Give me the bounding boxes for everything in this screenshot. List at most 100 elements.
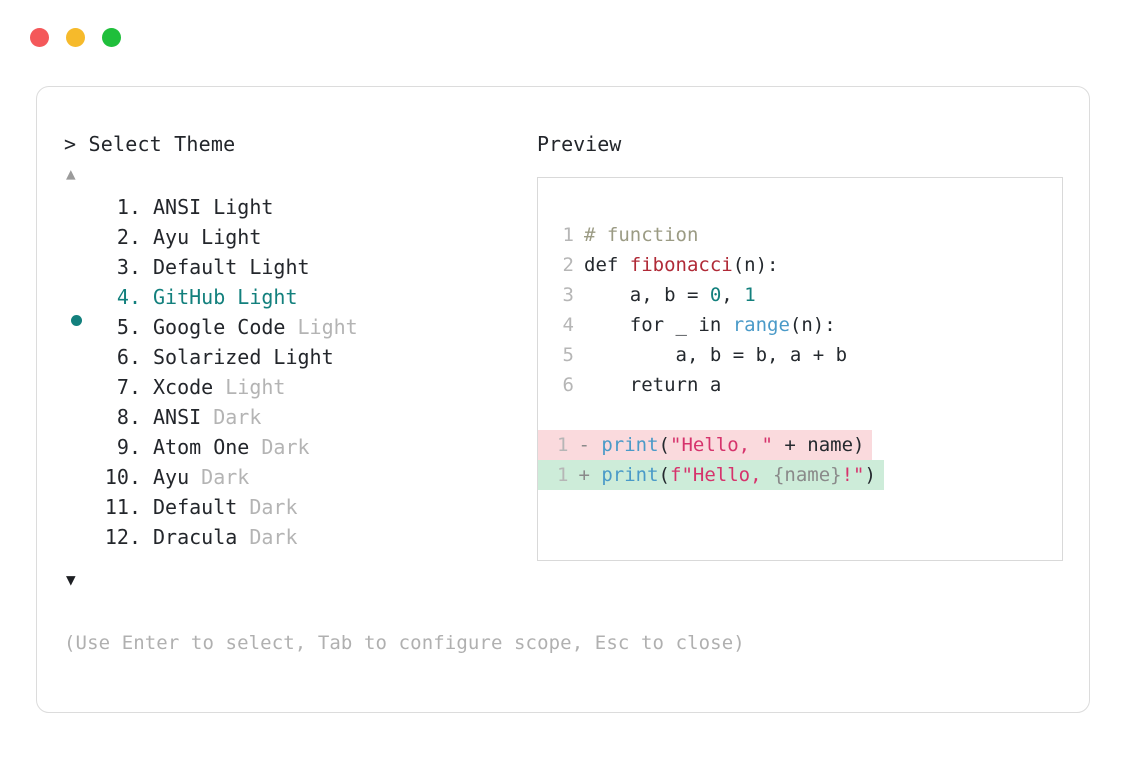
theme-item-number: 5. (104, 315, 141, 339)
theme-item-variant: Light (273, 345, 334, 369)
theme-item-variant: Dark (249, 495, 298, 519)
theme-item-name: Default (153, 495, 250, 519)
code-token: + (578, 464, 602, 486)
code-token: 0 (709, 284, 722, 306)
code-token: ( (658, 434, 670, 456)
theme-item-number: 2. (104, 225, 141, 249)
code-line-number: 5 (562, 344, 574, 366)
maximize-window-button[interactable] (102, 28, 121, 47)
theme-list-item[interactable]: 3.Default Light (64, 252, 524, 282)
code-line-number: 1 (562, 224, 574, 246)
diff-line-add: 1 + print(f"Hello, {name}!") (538, 460, 1062, 490)
code-token: 1 (744, 284, 756, 306)
code-token: fibonacci (629, 254, 733, 276)
code-token: f"Hello, (670, 464, 773, 486)
code-line: 4 for _ in range(n): (538, 310, 1062, 340)
theme-list-item[interactable]: 7. Xcode Light (64, 372, 524, 402)
close-window-button[interactable] (30, 28, 49, 47)
theme-item-name: Ayu (153, 465, 202, 489)
code-line-number: 1 (557, 434, 569, 456)
code-token: ( (658, 464, 670, 486)
code-token: a, b = (584, 284, 710, 306)
theme-list-item[interactable]: 11. Default Dark (64, 492, 524, 522)
theme-list-item[interactable]: 10. Ayu Dark (64, 462, 524, 492)
theme-item-number: 10. (104, 465, 141, 489)
code-token: def (584, 254, 630, 276)
theme-list-item[interactable]: 2. Ayu Light (64, 222, 524, 252)
code-line-number: 1 (557, 464, 569, 486)
selected-bullet-icon (71, 315, 82, 326)
theme-list-item[interactable]: 8. ANSI Dark (64, 402, 524, 432)
theme-item-variant: Light (213, 195, 274, 219)
theme-item-variant: Dark (213, 405, 262, 429)
select-theme-prompt: > Select Theme (64, 132, 236, 156)
theme-item-name: ANSI (153, 405, 214, 429)
theme-item-variant: Dark (201, 465, 250, 489)
code-line: 6 return a (538, 370, 1062, 400)
code-line-number: 4 (562, 314, 574, 336)
diff-sample: 1- print("Hello, " + name)1+ print(f"Hel… (538, 430, 1062, 490)
theme-item-variant: Dark (249, 525, 298, 549)
theme-selector-pane: > Select Theme ▲ 1. ANSI Light 2. Ayu Ligh… (64, 131, 524, 592)
minimize-window-button[interactable] (66, 28, 85, 47)
keyboard-hint: (Use Enter to select, Tab to configure s… (64, 632, 745, 654)
theme-item-variant: Light (225, 375, 286, 399)
theme-item-number: 1. (104, 195, 141, 219)
code-token: ) (864, 464, 876, 486)
theme-item-number: 8. (104, 405, 141, 429)
scroll-up-icon[interactable]: ▲ (66, 164, 76, 183)
scroll-down-icon[interactable]: ▼ (66, 570, 76, 589)
code-line: 2 def fibonacci(n): (538, 250, 1062, 280)
code-token: !" (841, 464, 865, 486)
code-line: 3 a, b = 0, 1 (538, 280, 1062, 310)
code-token: {name} (772, 464, 842, 486)
theme-item-name: Google Code (153, 315, 298, 339)
preview-label: Preview (537, 132, 622, 156)
code-token: "Hello, " (670, 434, 773, 456)
theme-item-number: 12. (104, 525, 141, 549)
code-spacer (538, 400, 1062, 430)
window-titlebar (30, 28, 121, 47)
theme-selector-card: > Select Theme ▲ 1. ANSI Light 2. Ayu Ligh… (36, 86, 1090, 713)
theme-item-number: 3. (104, 255, 141, 279)
theme-item-number: 11. (104, 495, 141, 519)
theme-item-name: Solarized (153, 345, 274, 369)
code-token: (n): (789, 314, 836, 336)
theme-item-number: 4. (104, 285, 141, 309)
theme-list-item[interactable]: 6.Solarized Light (64, 342, 524, 372)
theme-item-name: GitHub (153, 285, 238, 309)
theme-list-item[interactable]: 5. Google Code Light (64, 312, 524, 342)
diff-line-del: 1- print("Hello, " + name) (538, 430, 1062, 460)
code-token: , (721, 284, 745, 306)
theme-item-name: Xcode (153, 375, 226, 399)
diff-highlight: 1- print("Hello, " + name) (538, 430, 873, 460)
code-token: print (601, 434, 659, 456)
diff-highlight: 1 + print(f"Hello, {name}!") (538, 460, 884, 490)
code-token: - (578, 434, 602, 456)
code-token: range (732, 314, 790, 336)
theme-list-item[interactable]: 4. GitHub Light (64, 282, 524, 326)
code-token: print (601, 464, 659, 486)
code-line-number: 3 (562, 284, 574, 306)
theme-item-name: Ayu (153, 225, 202, 249)
theme-list-item[interactable]: 1. ANSI Light (64, 192, 524, 222)
theme-item-variant: Dark (261, 435, 310, 459)
code-line: 1# function (538, 220, 1062, 250)
theme-list: 1.ANSI Light 2.Ayu Light 3.Default Light… (64, 192, 524, 552)
theme-item-variant: Light (201, 225, 262, 249)
theme-item-number: 7. (104, 375, 141, 399)
theme-item-variant: Light (249, 255, 310, 279)
theme-item-name: ANSI (153, 195, 214, 219)
code-token: (n): (732, 254, 779, 276)
theme-item-name: Atom One (153, 435, 262, 459)
theme-list-item[interactable]: 12.Dracula Dark (64, 522, 524, 552)
theme-item-variant: Light (297, 315, 358, 339)
theme-item-variant: Light (237, 285, 298, 309)
theme-list-item[interactable]: 9.Atom One Dark (64, 432, 524, 462)
code-line-number: 2 (562, 254, 574, 276)
code-token: for _ in (584, 314, 733, 336)
code-token: + name) (772, 434, 865, 456)
